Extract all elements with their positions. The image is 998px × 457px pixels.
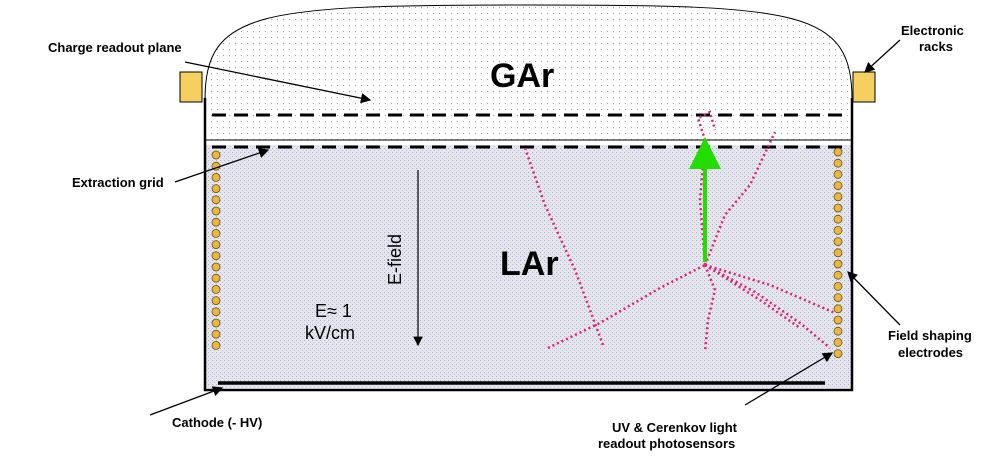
efield-label: E-field [385,234,405,285]
electrode-ring [211,228,221,238]
electrode-ring [833,270,843,280]
callout-photosensors [744,352,834,406]
track-3 [703,131,777,266]
electrode-ring [211,296,221,306]
electrode-ring [833,248,843,258]
electrode-ring [833,259,843,269]
electrode-ring [833,337,843,347]
track-6 [704,263,836,315]
electrode-ring [211,240,221,250]
electrode-ring [211,284,221,294]
callout-charge-readout [184,61,372,104]
callout-extraction-grid [174,148,270,183]
electrode-ring [211,206,221,216]
electrode-ring [833,349,843,359]
electrode-ring [833,169,843,179]
track-5 [704,263,831,349]
field-shaping-electrodes-left [211,150,221,350]
gas-dome [204,4,853,141]
electrode-ring [833,203,843,213]
electrode-ring [211,172,221,182]
callout-lines [149,39,901,416]
electrode-ring [833,281,843,291]
field-shaping-label-2: electrodes [898,345,963,360]
callout-cathode [149,386,224,416]
electrode-ring [211,329,221,339]
electrode-ring [211,273,221,283]
electrode-ring [833,225,843,235]
electrode-ring [211,318,221,328]
electrode-ring [833,237,843,247]
extraction-grid-label: Extraction grid [72,175,164,190]
electrode-ring [833,293,843,303]
electrode-ring [211,150,221,160]
callout-racks [864,39,901,73]
electrode-ring [833,192,843,202]
cryostat-wall [203,98,854,392]
cathode-label: Cathode (- HV) [172,415,262,430]
photosensors-label-1: UV & Cerenkov light [612,420,738,435]
track-7 [704,263,801,330]
lar-label: LAr [500,245,559,283]
right-rack [852,71,876,103]
electrode-ring [833,304,843,314]
gar-label: GAr [490,57,554,95]
electrode-ring [833,181,843,191]
liquid-region [205,145,852,388]
electrode-ring [833,158,843,168]
charge-readout-plane-label: Charge readout plane [48,40,182,55]
field-shaping-electrodes-right [833,147,843,359]
electrode-ring [833,315,843,325]
e-value-line2: kV/cm [305,323,355,343]
electrode-ring [211,340,221,350]
particle-tracks [523,110,836,353]
electrode-ring [211,195,221,205]
callout-field-shaping [847,271,901,326]
electrode-ring [211,217,221,227]
electrode-ring [833,214,843,224]
field-shaping-label-1: Field shaping [888,328,972,343]
electronic-racks-label-1: Electronic [901,23,964,38]
track-8 [696,110,717,266]
electrode-ring [211,251,221,261]
electrode-ring [833,326,843,336]
photosensors-label-2: readout photosensors [598,436,735,451]
electrode-ring [833,147,843,157]
electrode-ring [211,262,221,272]
track-1 [523,147,605,346]
left-rack [179,71,203,103]
e-value-line1: E≈ 1 [315,301,352,321]
electrode-ring [211,307,221,317]
electrode-ring [211,184,221,194]
electronic-racks-label-2: racks [919,39,953,54]
